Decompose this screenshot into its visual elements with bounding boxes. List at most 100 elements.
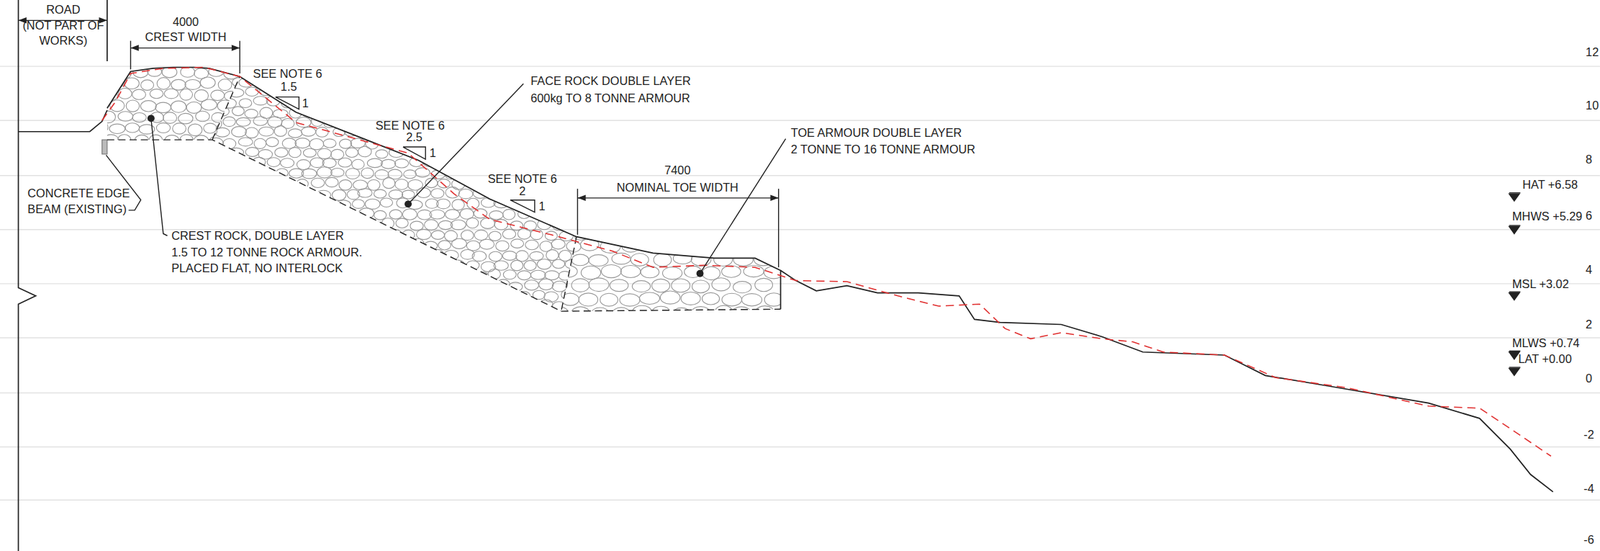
rock [164, 135, 180, 147]
rock [401, 290, 417, 301]
rock [493, 118, 509, 129]
rock [231, 292, 245, 303]
rock [202, 85, 217, 96]
rock [402, 208, 417, 220]
rock [266, 300, 280, 311]
rock [204, 148, 217, 160]
rock [742, 293, 763, 306]
dimension: 4000 [172, 15, 199, 30]
rock [215, 189, 229, 201]
rock [224, 199, 237, 210]
note-ref: SEE NOTE 6 [487, 172, 558, 188]
rock [366, 238, 380, 249]
rock [480, 77, 495, 88]
rock [132, 113, 147, 123]
rock [345, 147, 358, 157]
rock [344, 85, 360, 96]
rock [231, 126, 247, 137]
note-ref: SEE NOTE 6 [253, 67, 323, 83]
rock [480, 96, 495, 108]
rock [156, 54, 171, 66]
rock [437, 179, 451, 188]
rock [364, 74, 380, 86]
rock [331, 167, 345, 177]
rock [531, 107, 547, 119]
slope-ratio: 2.5 [405, 130, 423, 145]
rock [389, 209, 402, 219]
rock [652, 305, 671, 318]
rock [223, 179, 237, 190]
rock [351, 279, 365, 291]
callout: CONCRETE EDGE [27, 186, 130, 201]
rock [231, 65, 245, 75]
rock [223, 77, 238, 87]
rock [359, 87, 372, 96]
rock [288, 147, 301, 158]
rock [632, 305, 653, 317]
rock [95, 79, 111, 90]
rock [453, 97, 468, 107]
rock [488, 148, 503, 158]
rock [187, 123, 203, 136]
rock [310, 200, 324, 210]
rock [642, 238, 662, 252]
axis-value: 8 [1585, 153, 1593, 168]
rock [410, 97, 425, 107]
rock [351, 199, 365, 209]
callout: 600kg TO 8 TONNE ARMOUR [530, 92, 691, 107]
rock [475, 66, 488, 78]
rock [195, 110, 210, 121]
rock [439, 279, 453, 290]
rock [511, 259, 524, 270]
rock [480, 261, 496, 272]
rock [339, 97, 352, 108]
rock [436, 77, 451, 88]
rock [294, 221, 310, 231]
rock [239, 300, 253, 310]
slope-ratio: 1 [302, 97, 309, 112]
rock [572, 107, 587, 118]
road-label: ROAD [46, 2, 80, 18]
rock [600, 264, 622, 278]
rock [439, 301, 453, 312]
rock [245, 127, 259, 139]
rock [231, 167, 246, 178]
rock [721, 265, 742, 278]
rock [359, 107, 373, 117]
rock [360, 290, 373, 301]
rock [495, 300, 512, 311]
rock [566, 116, 581, 127]
rock [223, 116, 236, 127]
rock [125, 123, 140, 133]
callout: 2 TONNE TO 16 TONNE ARMOUR [791, 142, 976, 157]
rock [565, 138, 580, 148]
rock [287, 289, 300, 301]
rock [236, 117, 251, 126]
rock [465, 300, 481, 311]
rock [202, 291, 218, 303]
rock [125, 100, 139, 112]
rock [417, 250, 430, 262]
rock [575, 66, 588, 77]
rock [323, 280, 337, 291]
rock [431, 188, 445, 198]
rock [752, 227, 773, 241]
rock [274, 187, 289, 198]
rock [488, 289, 502, 300]
rock [388, 290, 402, 301]
rock [482, 136, 495, 147]
rock [360, 65, 374, 77]
rock [179, 89, 193, 101]
rock [223, 98, 237, 108]
rock [388, 190, 404, 200]
rock [224, 301, 238, 313]
axis-value: 0 [1585, 372, 1593, 387]
rock [503, 126, 517, 137]
rock [439, 138, 453, 148]
rock [458, 189, 473, 199]
rock [660, 290, 681, 304]
rock [445, 269, 458, 278]
rock [558, 147, 571, 158]
rock [431, 249, 445, 259]
